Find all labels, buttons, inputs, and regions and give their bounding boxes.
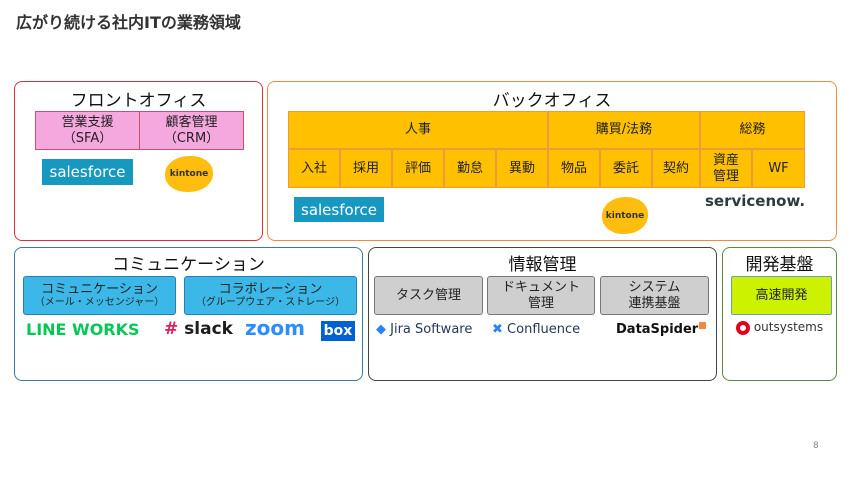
messaging-box: コミュニケーション（メール・メッセンジャー） [23, 276, 176, 315]
confluence-text: Confluence [507, 322, 581, 337]
jira-icon: ◆ [376, 322, 386, 337]
back-office-title: バックオフィス [492, 91, 612, 111]
item-cell: 資産 管理 [700, 149, 752, 188]
group-hr: 人事 [288, 111, 548, 149]
collaboration-sub: （グループウェア・ストレージ） [195, 297, 346, 309]
messaging-sub: （メール・メッセンジャー） [34, 297, 165, 309]
outsystems-logo: outsystems [736, 320, 823, 335]
sfa-box: 営業支援（SFA） [35, 111, 140, 150]
sfa-sub: （SFA） [62, 130, 113, 146]
task-management-box: タスク管理 [374, 276, 483, 315]
item-cell: 委託 [600, 149, 652, 188]
system-integration-box: システム 連携基盤 [600, 276, 709, 315]
zoom-logo: zoom [245, 316, 305, 340]
jira-logo: ◆ Jira Software [376, 322, 472, 337]
line-works-logo: LINE WORKS [26, 320, 140, 339]
item-cell: 入社 [288, 149, 340, 188]
salesforce-logo: salesforce [294, 197, 384, 222]
document-management-box: ドキュメント 管理 [487, 276, 595, 315]
kintone-logo: kintone [602, 197, 648, 234]
crm-sub: （CRM） [163, 130, 220, 146]
dev-platform-title: 開発基盤 [745, 255, 814, 275]
group-general-affairs: 総務 [700, 111, 805, 149]
info-management-title: 情報管理 [508, 255, 577, 275]
box-logo: box [321, 321, 355, 341]
dataspider-icon [699, 322, 707, 329]
rapid-development-box: 高速開発 [731, 276, 832, 315]
confluence-logo: ✖ Confluence [492, 322, 580, 337]
slack-icon: # [164, 319, 179, 339]
messaging-label: コミュニケーション [41, 281, 158, 297]
item-cell: 勤怠 [444, 149, 496, 188]
item-cell: 評価 [392, 149, 444, 188]
salesforce-logo: salesforce [42, 159, 133, 185]
servicenow-logo: servicenow. [705, 192, 806, 210]
dataspider-text: DataSpider [616, 322, 699, 337]
slack-logo: # slack [164, 319, 233, 339]
kintone-logo: kintone [165, 156, 213, 192]
collaboration-box: コラボレーション（グループウェア・ストレージ） [184, 276, 357, 315]
page-number: 8 [813, 441, 819, 451]
item-cell: 採用 [340, 149, 392, 188]
jira-text: Jira Software [390, 322, 473, 337]
item-cell: WF [752, 149, 805, 188]
slack-text: slack [184, 319, 233, 339]
front-office-title: フロントオフィス [70, 91, 207, 111]
item-cell: 物品 [548, 149, 600, 188]
dataspider-logo: DataSpider [616, 322, 707, 337]
group-purchasing-legal: 購買/法務 [548, 111, 700, 149]
collaboration-label: コラボレーション [218, 281, 323, 297]
confluence-icon: ✖ [492, 322, 503, 337]
item-cell: 異動 [496, 149, 548, 188]
communication-title: コミュニケーション [112, 255, 265, 275]
item-cell: 契約 [652, 149, 700, 188]
outsystems-icon [736, 320, 750, 335]
crm-box: 顧客管理（CRM） [139, 111, 244, 150]
crm-label: 顧客管理 [165, 114, 218, 130]
sfa-label: 営業支援 [61, 114, 114, 130]
page-title: 広がり続ける社内ITの業務領域 [16, 13, 241, 32]
outsystems-text: outsystems [753, 320, 824, 334]
